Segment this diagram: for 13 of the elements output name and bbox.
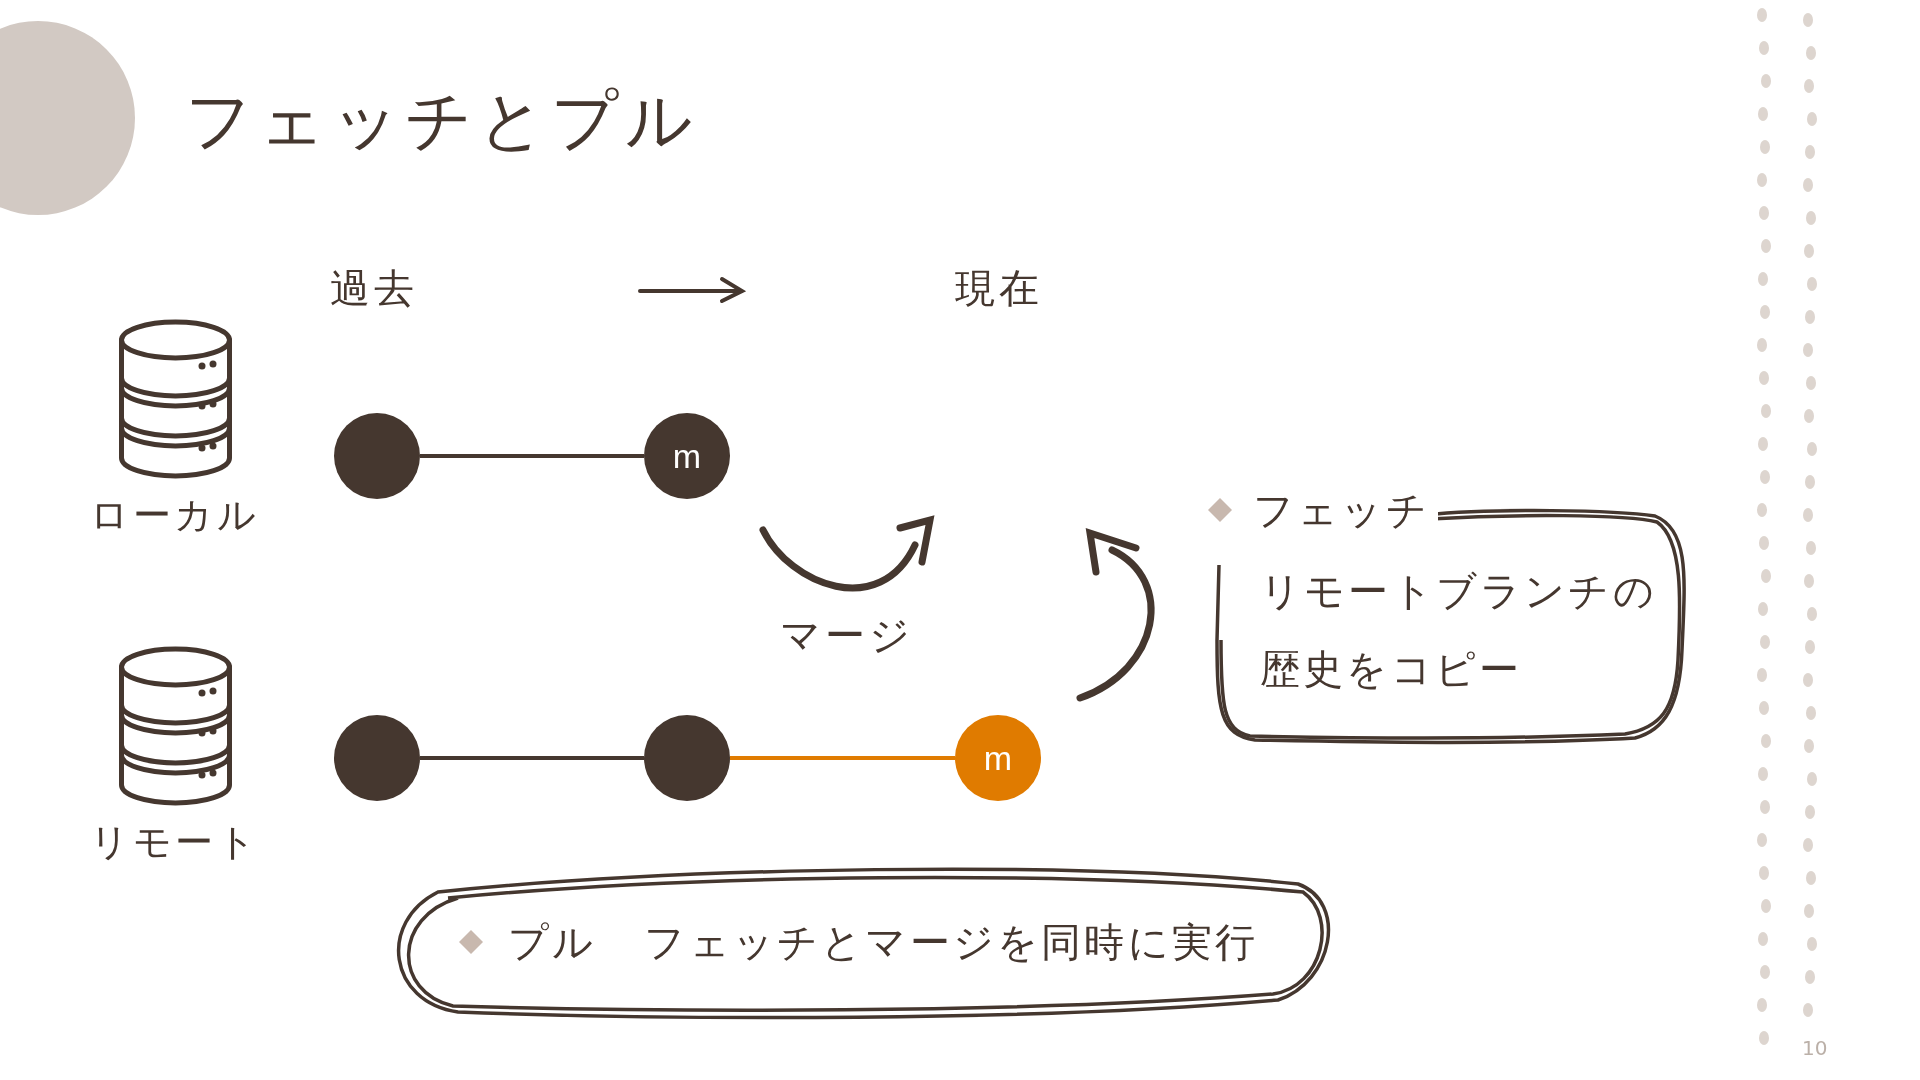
timeline-label: 過去 (330, 268, 418, 308)
timeline-label: マージ (780, 615, 914, 655)
note-text: リモートブランチの歴史をコピー (1260, 567, 1658, 694)
note-heading: プル (508, 922, 597, 962)
timeline-label: 現在 (955, 268, 1043, 308)
node-label: リモート (89, 823, 261, 861)
note-text: フェッチとマージを同時に実行 (644, 922, 1259, 962)
connector-line (420, 454, 644, 458)
slide-title: フェッチとプル (185, 88, 698, 154)
page-number: 10 (1802, 1038, 1828, 1058)
connector-line (730, 756, 955, 760)
connector-line (420, 756, 644, 760)
node-label: ローカル (89, 496, 261, 534)
